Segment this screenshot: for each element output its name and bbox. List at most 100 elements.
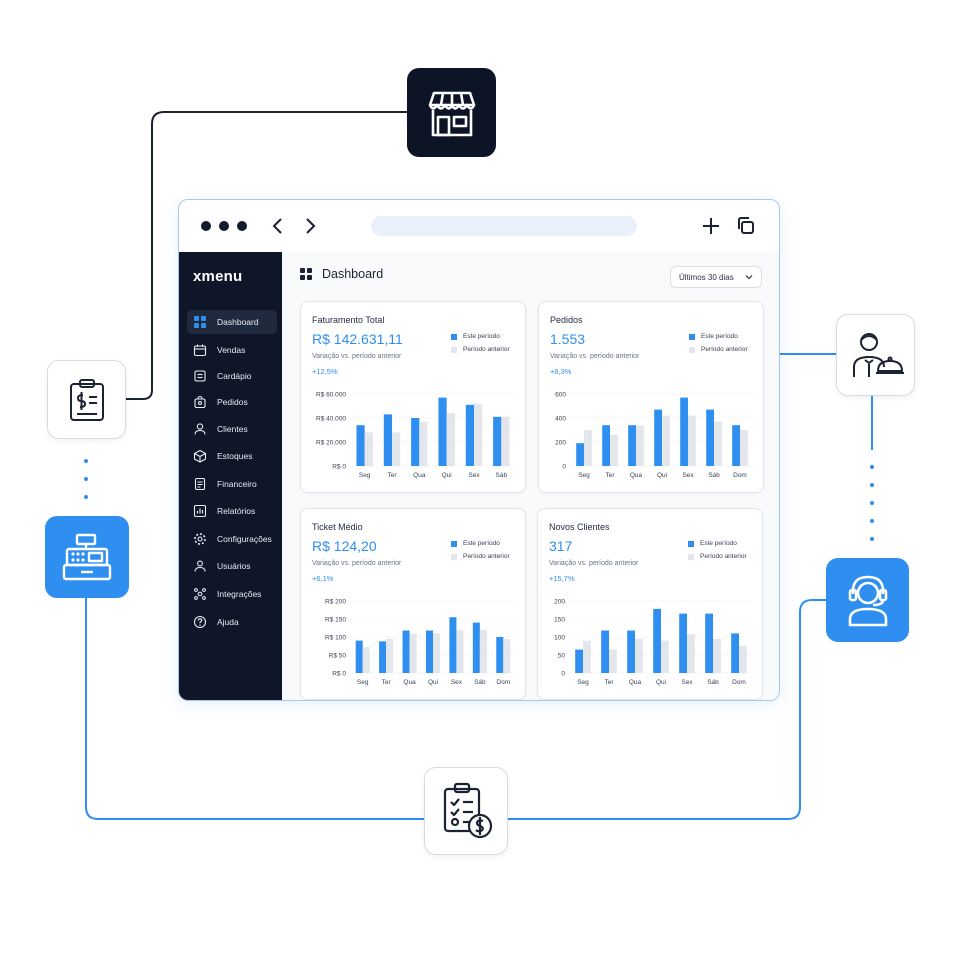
plus-icon[interactable] — [701, 214, 721, 238]
sidebar-item-dashboard[interactable]: Dashboard — [187, 310, 277, 334]
bar-periodo-anterior — [688, 415, 696, 466]
bar-periodo-anterior — [409, 633, 417, 673]
x-tick-label: Qua — [630, 472, 643, 479]
sidebar-item-estoques[interactable]: Estoques — [187, 444, 277, 468]
waiter-icon — [852, 333, 904, 377]
back-arrow-icon[interactable] — [271, 214, 285, 238]
legend-item: Período anterior — [451, 550, 510, 563]
x-tick-label: Qui — [657, 472, 667, 479]
receipt-tile — [424, 767, 508, 855]
bar-periodo-anterior — [740, 430, 748, 466]
x-tick-label: Sáb — [496, 472, 508, 479]
address-bar[interactable] — [371, 216, 637, 236]
bar-este-periodo — [706, 409, 714, 466]
sidebar-item-label: Integrações — [217, 589, 262, 599]
help-icon — [193, 615, 207, 629]
bar-este-periodo — [402, 630, 410, 673]
forward-arrow-icon[interactable] — [303, 214, 317, 238]
sidebar-item-cardapio[interactable]: Cardápio — [187, 364, 277, 388]
sidebar-item-relatorios[interactable]: Relatórios — [187, 499, 277, 523]
sidebar-item-label: Vendas — [217, 345, 246, 355]
legend-swatch — [451, 346, 457, 353]
card-change: +8,3% — [550, 367, 572, 376]
x-tick-label: Sáb — [474, 679, 486, 686]
bar-este-periodo — [575, 649, 583, 673]
legend-swatch — [688, 540, 694, 547]
date-range-select[interactable]: Últimos 30 dias — [670, 266, 762, 288]
bar-este-periodo — [628, 425, 636, 466]
window-dot[interactable] — [219, 221, 229, 231]
bar-este-periodo — [465, 404, 474, 466]
copy-icon[interactable] — [735, 214, 757, 238]
bar-este-periodo — [627, 630, 635, 673]
bar-periodo-anterior — [713, 638, 721, 673]
brand-logo: xmenu — [193, 268, 243, 285]
x-tick-label: Seg — [577, 679, 589, 686]
gear-icon — [193, 532, 207, 546]
bar-periodo-anterior — [609, 649, 617, 673]
y-tick-label: 0 — [561, 671, 565, 678]
bar-este-periodo — [602, 425, 610, 466]
x-tick-label: Dom — [733, 472, 747, 479]
x-tick-label: Qua — [403, 679, 416, 686]
x-tick-label: Qui — [442, 472, 452, 479]
y-tick-label: 150 — [554, 617, 565, 624]
sidebar-item-usuarios[interactable]: Usuários — [187, 554, 277, 578]
bar-periodo-anterior — [479, 629, 487, 673]
bar-periodo-anterior — [739, 646, 747, 673]
bar-este-periodo — [472, 622, 480, 673]
bar-periodo-anterior — [687, 634, 695, 673]
x-tick-label: Ter — [382, 679, 392, 686]
sidebar-item-ajuda[interactable]: Ajuda — [187, 610, 277, 634]
legend-label: Período anterior — [700, 553, 747, 560]
y-tick-label: R$ 100 — [325, 635, 346, 642]
x-tick-label: Seg — [357, 679, 369, 686]
bar-periodo-anterior — [446, 413, 455, 466]
bar-periodo-anterior — [662, 415, 670, 466]
sidebar-item-integracoes[interactable]: Integrações — [187, 582, 277, 606]
sidebar-item-vendas[interactable]: Vendas — [187, 338, 277, 362]
card-value: 317 — [549, 538, 573, 554]
sidebar-item-label: Estoques — [217, 451, 253, 461]
bar-periodo-anterior — [392, 432, 401, 466]
x-tick-label: Sex — [682, 472, 694, 479]
sidebar-item-configuracoes[interactable]: Configurações — [187, 527, 277, 551]
legend-swatch — [451, 333, 457, 340]
cash-register-icon — [62, 533, 112, 581]
y-tick-label: 600 — [555, 392, 566, 399]
card-title: Faturamento Total — [312, 315, 385, 325]
page-title: Dashboard — [322, 267, 384, 281]
grid-icon — [193, 315, 207, 329]
legend-item: Este período — [451, 330, 510, 343]
bar-periodo-anterior — [364, 432, 373, 466]
y-tick-label: R$ 50 — [329, 653, 347, 660]
bar-este-periodo — [731, 633, 739, 673]
user-icon — [193, 422, 207, 436]
bar-periodo-anterior — [503, 638, 511, 673]
sidebar-item-pedidos[interactable]: Pedidos — [187, 390, 277, 414]
x-tick-label: Ter — [605, 472, 615, 479]
card-change: +12,5% — [312, 367, 338, 376]
card-subtitle: Variação vs. período anterior — [312, 353, 402, 360]
bar-este-periodo — [438, 397, 447, 466]
calendar-icon — [193, 343, 207, 357]
sidebar-item-label: Pedidos — [217, 397, 248, 407]
legend-item: Este período — [451, 537, 510, 550]
sidebar-item-label: Configurações — [217, 534, 272, 544]
y-tick-label: R$ 0 — [332, 671, 346, 678]
sidebar-item-financeiro[interactable]: Financeiro — [187, 472, 277, 496]
headset-icon — [848, 575, 887, 627]
x-tick-label: Qui — [428, 679, 438, 686]
window-dot[interactable] — [237, 221, 247, 231]
bar-periodo-anterior — [362, 647, 370, 673]
y-tick-label: 400 — [555, 416, 566, 423]
sidebar-item-clientes[interactable]: Clientes — [187, 417, 277, 441]
window-dot[interactable] — [201, 221, 211, 231]
bar-este-periodo — [493, 416, 502, 466]
